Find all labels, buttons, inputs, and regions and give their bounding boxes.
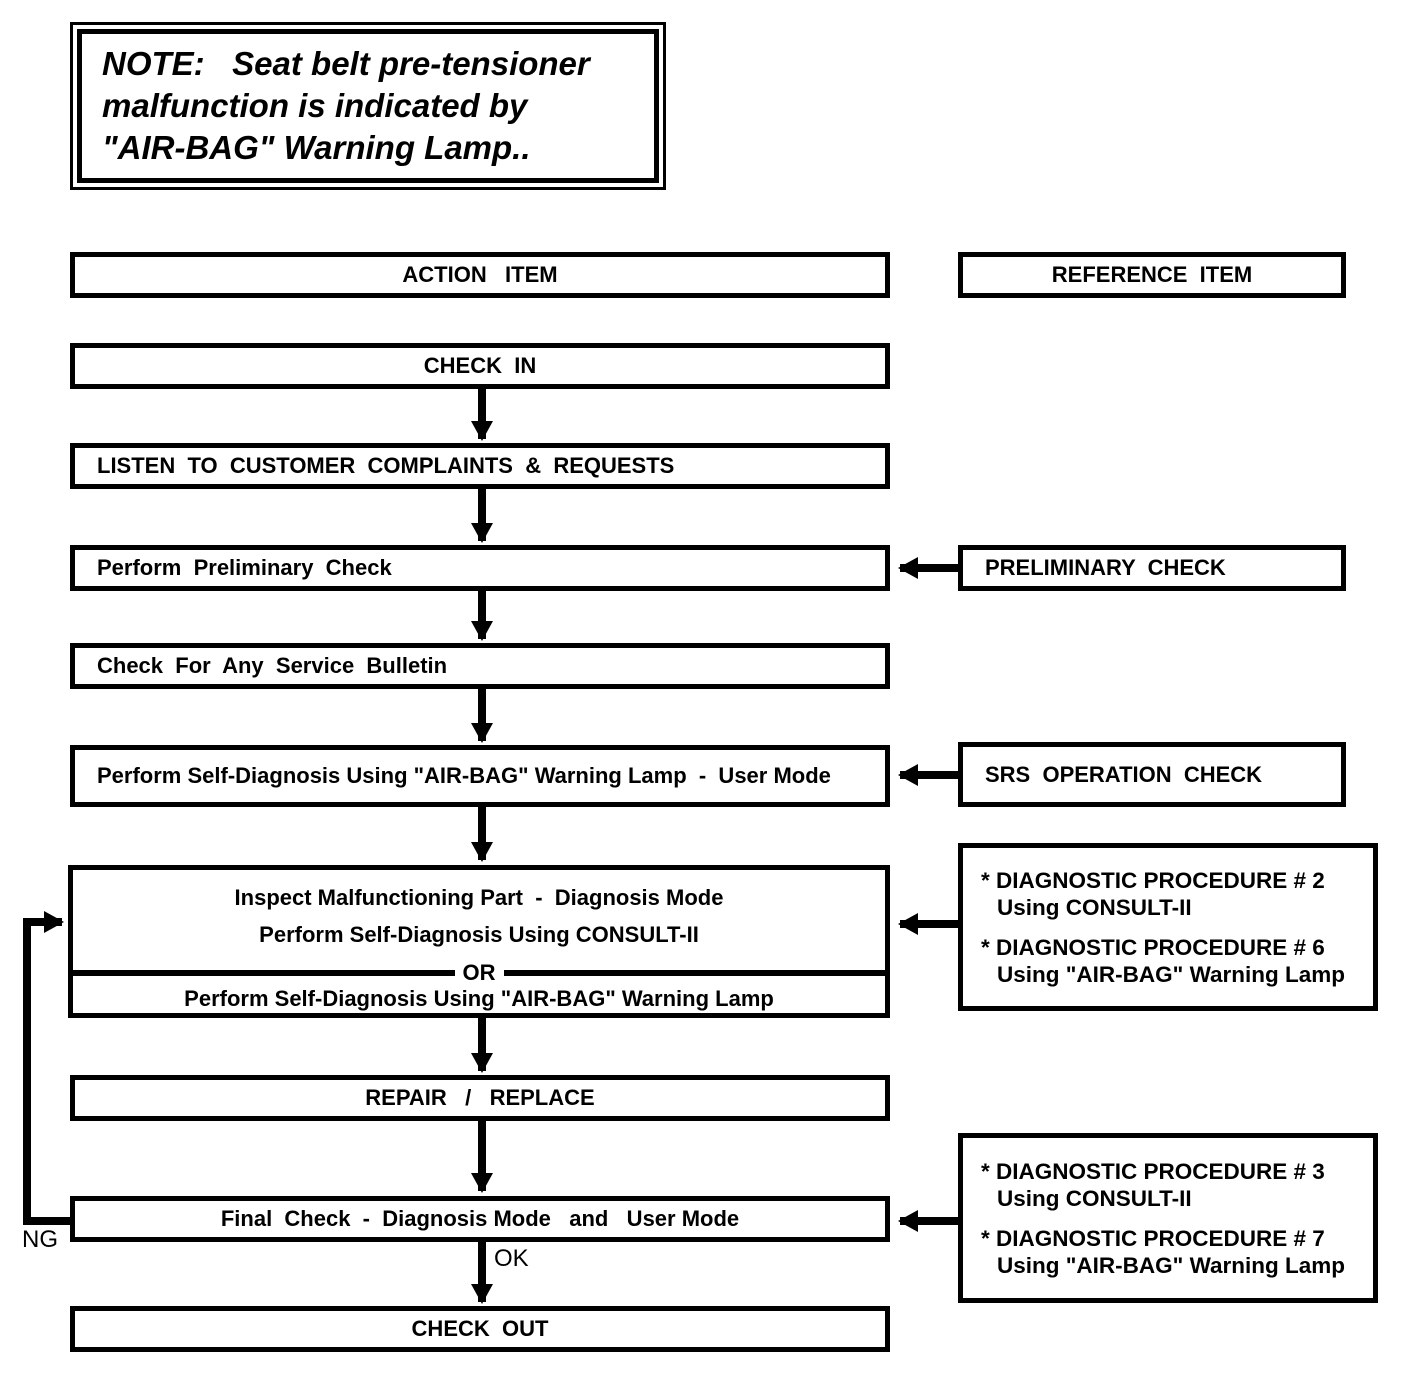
- check-out-label: CHECK OUT: [411, 1316, 549, 1342]
- diag-6-sub: Using "AIR-BAG" Warning Lamp: [997, 961, 1345, 987]
- ref-box-preliminary-check: PRELIMINARY CHECK: [958, 545, 1346, 591]
- repair-replace-label: REPAIR / REPLACE: [365, 1085, 595, 1111]
- diag-2-sub: Using CONSULT-II: [997, 894, 1192, 920]
- header-reference-item: REFERENCE ITEM: [958, 252, 1346, 298]
- diag-2-title: * DIAGNOSTIC PROCEDURE # 2: [981, 867, 1325, 893]
- flow-box-self-diagnosis-user-mode: Perform Self-Diagnosis Using "AIR-BAG" W…: [70, 745, 890, 807]
- ng-edge-label: NG: [22, 1226, 58, 1253]
- flow-box-check-in: CHECK IN: [70, 343, 890, 389]
- listen-label: LISTEN TO CUSTOMER COMPLAINTS & REQUESTS: [97, 453, 675, 479]
- arrow-ng-feedback-loop: [23, 911, 70, 1225]
- self-diagnosis-consult-label: Perform Self-Diagnosis Using CONSULT-II: [259, 921, 699, 947]
- ref-box-diagnostic-2-6: * DIAGNOSTIC PROCEDURE # 2 Using CONSULT…: [958, 843, 1378, 1011]
- self-diagnosis-lamp-label: Perform Self-Diagnosis Using "AIR-BAG" W…: [184, 985, 774, 1011]
- header-action-item-label: ACTION ITEM: [402, 262, 558, 288]
- note-box: NOTE: Seat belt pre-tensioner malfunctio…: [70, 22, 666, 190]
- or-divider-bar-left: [73, 970, 455, 976]
- flow-box-final-check: Final Check - Diagnosis Mode and User Mo…: [70, 1196, 890, 1242]
- flow-box-listen: LISTEN TO CUSTOMER COMPLAINTS & REQUESTS: [70, 443, 890, 489]
- check-in-label: CHECK IN: [423, 353, 537, 379]
- diag-entry: * DIAGNOSTIC PROCEDURE # 7 Using "AIR-BA…: [981, 1225, 1365, 1279]
- ok-edge-label: OK: [494, 1245, 529, 1272]
- ref-box-srs-operation-check: SRS OPERATION CHECK: [958, 742, 1346, 807]
- ref-box-diagnostic-3-7: * DIAGNOSTIC PROCEDURE # 3 Using CONSULT…: [958, 1133, 1378, 1303]
- diag-entry: * DIAGNOSTIC PROCEDURE # 6 Using "AIR-BA…: [981, 934, 1365, 988]
- header-action-item: ACTION ITEM: [70, 252, 890, 298]
- flow-box-repair-replace: REPAIR / REPLACE: [70, 1075, 890, 1121]
- preliminary-check-label: Perform Preliminary Check: [97, 555, 392, 581]
- diag-7-title: * DIAGNOSTIC PROCEDURE # 7: [981, 1225, 1325, 1251]
- flow-box-inspect-or-selfdiagnosis: Inspect Malfunctioning Part - Diagnosis …: [68, 865, 890, 1018]
- diag-3-sub: Using CONSULT-II: [997, 1185, 1192, 1211]
- header-reference-item-label: REFERENCE ITEM: [1051, 262, 1253, 288]
- diag-entry: * DIAGNOSTIC PROCEDURE # 3 Using CONSULT…: [981, 1158, 1365, 1212]
- diag-6-title: * DIAGNOSTIC PROCEDURE # 6: [981, 934, 1325, 960]
- diag-3-title: * DIAGNOSTIC PROCEDURE # 3: [981, 1158, 1325, 1184]
- flow-box-check-out: CHECK OUT: [70, 1306, 890, 1352]
- inspect-malfunctioning-part-label: Inspect Malfunctioning Part - Diagnosis …: [234, 884, 724, 910]
- or-divider-bar-right: [503, 970, 885, 976]
- or-label: OR: [462, 960, 496, 985]
- note-text: NOTE: Seat belt pre-tensioner malfunctio…: [77, 29, 659, 183]
- ref-srs-operation-check-label: SRS OPERATION CHECK: [985, 761, 1263, 787]
- compound-bottom-section: Perform Self-Diagnosis Using "AIR-BAG" W…: [73, 984, 885, 1013]
- diag-entry: * DIAGNOSTIC PROCEDURE # 2 Using CONSULT…: [981, 867, 1365, 921]
- self-diagnosis-user-mode-label: Perform Self-Diagnosis Using "AIR-BAG" W…: [97, 763, 831, 789]
- compound-top-section: Inspect Malfunctioning Part - Diagnosis …: [73, 870, 885, 962]
- service-bulletin-label: Check For Any Service Bulletin: [97, 653, 448, 679]
- flow-box-service-bulletin: Check For Any Service Bulletin: [70, 643, 890, 689]
- final-check-label: Final Check - Diagnosis Mode and User Mo…: [220, 1206, 740, 1232]
- flow-box-preliminary-check: Perform Preliminary Check: [70, 545, 890, 591]
- or-divider: OR: [73, 960, 885, 985]
- diag-7-sub: Using "AIR-BAG" Warning Lamp: [997, 1252, 1345, 1278]
- ref-preliminary-check-label: PRELIMINARY CHECK: [985, 555, 1226, 581]
